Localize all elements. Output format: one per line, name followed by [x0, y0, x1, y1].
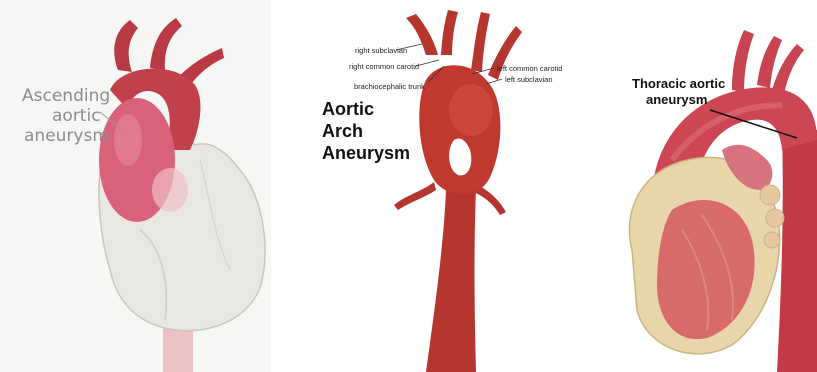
- label-line-1: Ascending: [22, 86, 110, 106]
- thoracic-aneurysm-illustration: [592, 0, 817, 372]
- callout-brachiocephalic-trunk: brachiocephalic trunk: [354, 82, 425, 91]
- heading-line-1: Thoracic aortic: [632, 76, 725, 92]
- label-line-2: aortic: [22, 106, 110, 126]
- thoracic-heading: Thoracic aortic aneurysm: [632, 76, 725, 108]
- branch-vessel-2: [150, 18, 182, 70]
- heading-line-3: Aneurysm: [322, 142, 410, 164]
- callout-left-common-carotid: left common carotid: [497, 64, 562, 73]
- panel-arch-aneurysm: right subclavian right common carotid br…: [276, 0, 586, 372]
- heading-line-2: Arch: [322, 120, 410, 142]
- left-common-carotid-vessel: [471, 12, 490, 72]
- ascending-aneurysm-illustration: [0, 0, 271, 372]
- heading-line-1: Aortic: [322, 98, 410, 120]
- right-subclavian-vessel: [406, 14, 438, 55]
- callout-left-subclavian: left subclavian: [505, 75, 553, 84]
- ascending-label: Ascending aortic aneurysm: [22, 86, 110, 146]
- heading-line-2: aneurysm: [632, 92, 725, 108]
- panel-ascending-aneurysm: Ascending aortic aneurysm: [0, 0, 271, 372]
- descending-aorta: [426, 190, 476, 372]
- arch-aneurysm-illustration: [276, 0, 586, 372]
- panel-thoracic-aneurysm: Thoracic aortic aneurysm: [592, 0, 817, 372]
- callout-right-subclavian: right subclavian: [355, 46, 407, 55]
- callout-right-common-carotid: right common carotid: [349, 62, 419, 71]
- right-common-carotid-vessel: [441, 10, 458, 55]
- arch-heading: Aortic Arch Aneurysm: [322, 98, 410, 164]
- label-line-3: aneurysm: [22, 126, 110, 146]
- branch-vessel-1: [114, 20, 138, 72]
- descending-aorta: [777, 130, 817, 372]
